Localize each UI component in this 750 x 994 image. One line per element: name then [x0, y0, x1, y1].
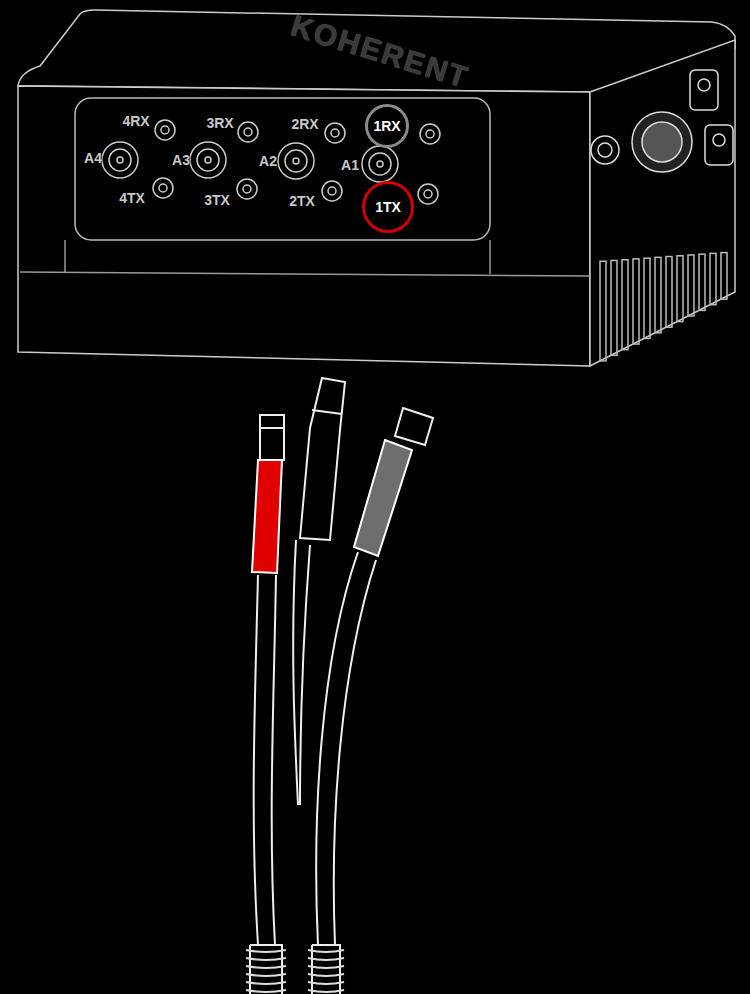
- port-highlight: 1RX: [365, 104, 409, 148]
- boot-rib: [246, 982, 286, 984]
- heat-fin: [666, 257, 672, 328]
- boot-rib: [308, 958, 344, 960]
- heat-fin: [611, 260, 617, 355]
- boot-rib: [246, 966, 286, 968]
- port-label: 4TX: [119, 190, 145, 206]
- port-label: 1RX: [373, 118, 400, 134]
- boot-rib: [246, 974, 286, 976]
- port-label: 3TX: [204, 192, 230, 208]
- heat-fin: [688, 255, 694, 316]
- heat-fin: [644, 258, 650, 338]
- boot-rib: [308, 950, 344, 952]
- port-label: 4RX: [122, 113, 149, 129]
- heat-fin: [677, 256, 683, 322]
- heat-fin: [710, 253, 716, 304]
- heat-fin: [655, 257, 661, 332]
- port-label: 1TX: [375, 199, 401, 215]
- boot-rib: [308, 966, 344, 968]
- boot-rib: [246, 990, 286, 992]
- boot-rib: [308, 990, 344, 992]
- port-label: 2TX: [289, 193, 315, 209]
- heat-fin: [622, 260, 628, 350]
- heat-fin: [721, 253, 727, 300]
- port-highlight: 1TX: [362, 181, 414, 233]
- port-label: A1: [341, 157, 359, 173]
- port-label: A2: [259, 153, 277, 169]
- heat-fin: [699, 254, 705, 310]
- heat-fin: [633, 259, 639, 344]
- boot-rib: [246, 950, 286, 952]
- port-label: 2RX: [291, 116, 318, 132]
- port-label: A3: [172, 152, 190, 168]
- boot-rib: [308, 974, 344, 976]
- port-label: A4: [84, 150, 102, 166]
- heat-fin: [600, 261, 606, 361]
- boot-rib: [246, 958, 286, 960]
- port-label: 3RX: [206, 115, 233, 131]
- boot-rib: [308, 982, 344, 984]
